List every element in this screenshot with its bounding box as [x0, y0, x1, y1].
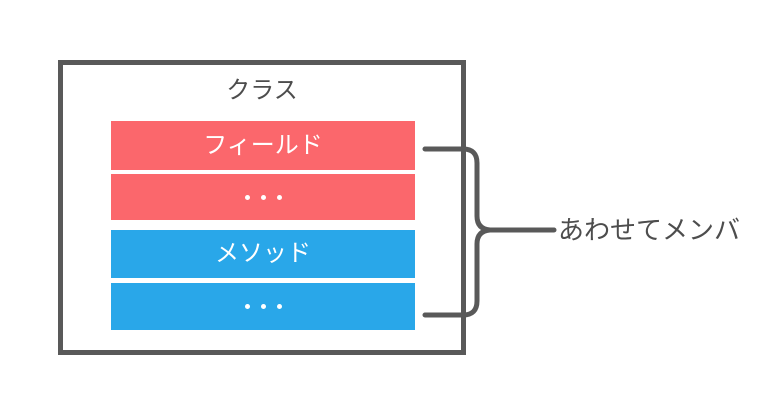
ellipsis-dots-icon — [244, 304, 282, 309]
dot-icon — [276, 304, 282, 309]
dot-icon — [244, 304, 250, 309]
field-row-label: フィールド — [203, 131, 323, 159]
method-row: メソッド — [111, 230, 415, 278]
field-row: フィールド — [111, 121, 415, 170]
brace-label: あわせてメンバ — [558, 215, 741, 245]
dot-icon — [276, 194, 282, 200]
field-ellipsis-row — [111, 174, 415, 220]
method-row-label: メソッド — [215, 240, 311, 267]
ellipsis-dots-icon — [244, 194, 282, 200]
class-title: クラス — [226, 77, 298, 104]
dot-icon — [244, 194, 250, 200]
method-ellipsis-row — [111, 283, 415, 330]
dot-icon — [260, 304, 266, 309]
dot-icon — [260, 194, 266, 200]
